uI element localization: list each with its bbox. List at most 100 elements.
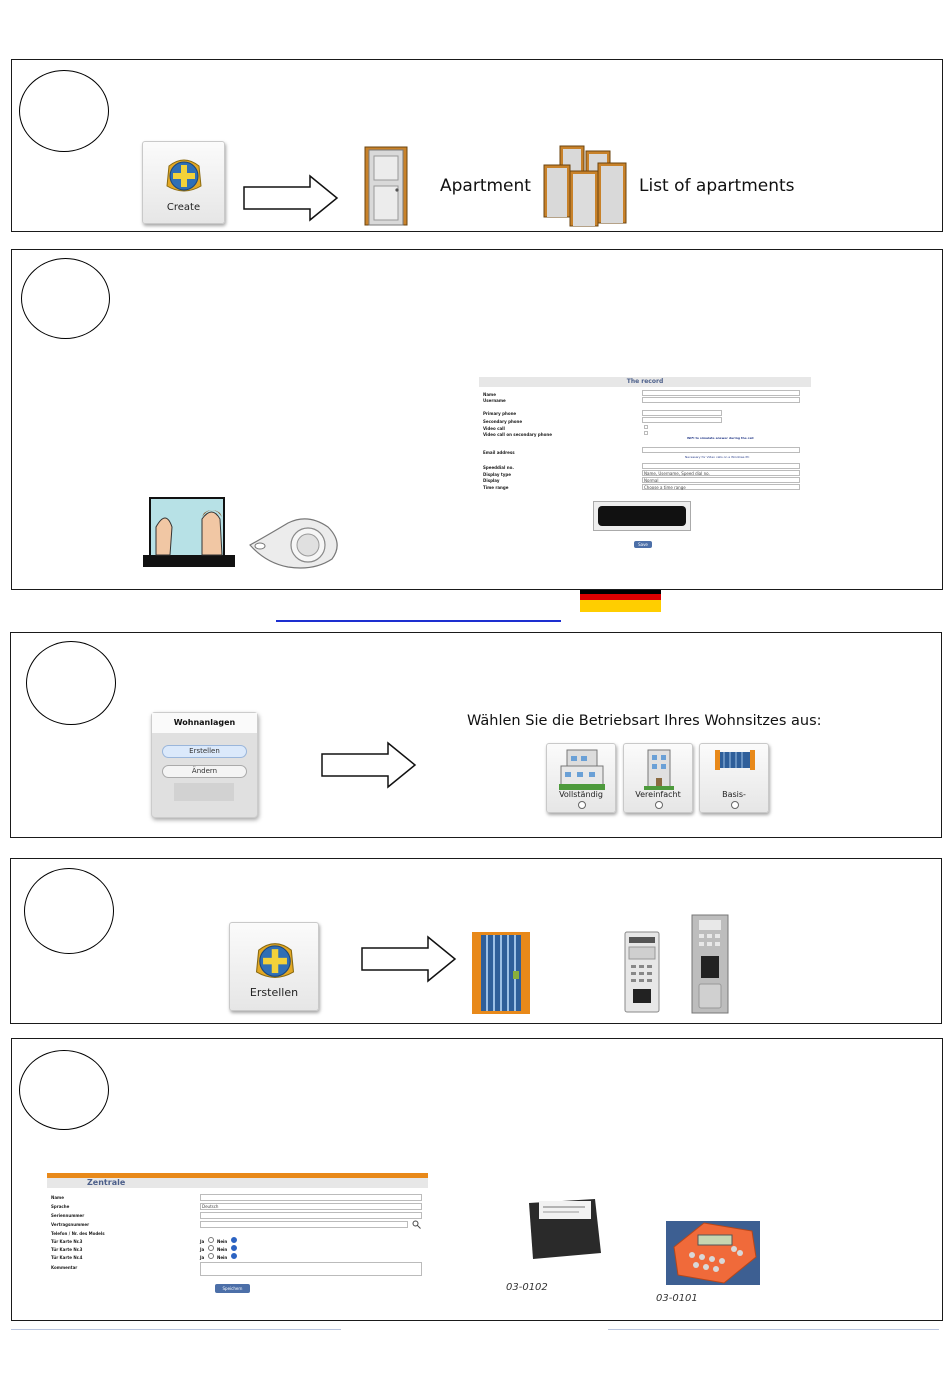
record-speeddial-input[interactable] <box>642 463 800 469</box>
record-form: The record Name Username Primary phone S… <box>479 377 811 495</box>
mode-basis-option[interactable]: Basis- <box>699 743 769 813</box>
record-time-range-select[interactable]: Choose a time range <box>642 484 800 490</box>
record-primary-phone-input[interactable] <box>642 410 722 416</box>
selected-radio[interactable] <box>230 1253 237 1259</box>
device-b-caption: 03-0101 <box>656 1293 698 1304</box>
record-email-hint: Necessary for Video calls on a Windows P… <box>685 455 750 459</box>
zentrale-name-input[interactable] <box>200 1194 422 1201</box>
step-number-circle <box>19 1050 109 1130</box>
mode-vollstaendig-option[interactable]: Vollständig <box>546 743 616 813</box>
zentrale-tuer-3a-radios: Ja Nein <box>200 1237 237 1244</box>
no-label: Nein <box>217 1255 228 1260</box>
zentrale-save-button[interactable]: Speichern <box>215 1284 250 1293</box>
link-underline <box>276 620 561 622</box>
no-radio[interactable] <box>207 1237 214 1243</box>
mode-vereinfacht-radio[interactable] <box>655 801 663 809</box>
door-panel-large-icon <box>691 914 729 1014</box>
door-panel-small-icon <box>624 931 660 1013</box>
record-display-select[interactable]: Normal <box>642 477 800 483</box>
zentrale-label-tuer-4: Tür Karte Nr.4 <box>51 1255 83 1260</box>
wohnanlagen-create-button[interactable]: Erstellen <box>162 745 247 758</box>
mode-basis-label: Basis- <box>722 790 746 799</box>
zentrale-label-kommentar: Kommentar <box>51 1265 78 1270</box>
zentrale-kommentar-textarea[interactable] <box>200 1262 422 1276</box>
record-label-display-type: Display type <box>483 472 511 477</box>
wohnanlagen-title: Wohnanlagen <box>152 713 257 733</box>
selected-radio[interactable] <box>230 1237 237 1243</box>
record-label-name: Name <box>483 392 496 397</box>
card-reader-device <box>593 501 691 531</box>
mode-vereinfacht-option[interactable]: Vereinfacht <box>623 743 693 813</box>
wohnanlagen-change-button[interactable]: Ändern <box>162 765 247 778</box>
footer-line-left <box>11 1329 341 1330</box>
record-form-title: The record <box>479 377 811 387</box>
list-of-apartments-label: List of apartments <box>639 176 795 196</box>
building-complex-icon <box>559 749 605 790</box>
step-number-circle <box>24 868 114 954</box>
door-icon <box>364 146 408 226</box>
mode-vereinfacht-label: Vereinfacht <box>635 790 681 799</box>
step-3-panel: Wohnanlagen Erstellen Ändern Wählen Sie … <box>10 632 942 838</box>
zentrale-label-vertragsnummer: Vertragsnummer <box>51 1222 90 1227</box>
zentrale-label-name: Name <box>51 1195 64 1200</box>
create-plus-icon <box>255 943 295 978</box>
erstellen-button[interactable]: Erstellen <box>229 922 319 1011</box>
zentrale-sprache-select[interactable]: Deutsch <box>200 1203 422 1210</box>
zentrale-vertragsnummer-input[interactable] <box>200 1221 408 1228</box>
record-label-email: Email address <box>483 450 515 455</box>
record-video-hint: WiFi to simulate answer during the call <box>687 436 754 440</box>
wohnanlagen-menu: Wohnanlagen Erstellen Ändern <box>151 712 258 818</box>
central-unit-icon <box>666 1221 760 1285</box>
selected-radio[interactable] <box>230 1245 237 1251</box>
record-username-input[interactable] <box>642 397 800 403</box>
apartment-label: Apartment <box>440 176 531 196</box>
no-radio[interactable] <box>207 1253 214 1259</box>
entrance-gate-icon <box>472 932 530 1014</box>
mode-vollstaendig-radio[interactable] <box>578 801 586 809</box>
record-label-primary-phone: Primary phone <box>483 411 517 416</box>
no-label: Nein <box>217 1239 228 1244</box>
no-radio[interactable] <box>207 1245 214 1251</box>
german-flag-icon <box>580 590 661 612</box>
step-number-circle <box>19 70 109 152</box>
zentrale-label-telefon: Telefon / Nr. des Models <box>51 1231 105 1236</box>
record-label-time-range: Time range <box>483 485 509 490</box>
step-4-panel: Erstellen <box>10 858 942 1024</box>
zentrale-seriennummer-input[interactable] <box>200 1212 422 1219</box>
zentrale-form: Zentrale Name Sprache Seriennummer Vertr… <box>47 1173 428 1298</box>
record-name-input[interactable] <box>642 390 800 396</box>
step-1-panel: Create Apartment List of apartments <box>11 59 943 232</box>
video-call-icon <box>143 497 235 567</box>
mode-basis-radio[interactable] <box>731 801 739 809</box>
zentrale-tuer-3b-radios: Ja Nein <box>200 1245 237 1252</box>
record-save-button[interactable]: Save <box>634 541 652 548</box>
zentrale-tuer-4-radios: Ja Nein <box>200 1253 237 1260</box>
yes-label: Ja <box>200 1255 205 1260</box>
zentrale-label-seriennummer: Seriennummer <box>51 1213 85 1218</box>
yes-label: Ja <box>200 1239 205 1244</box>
step-2-panel: The record Name Username Primary phone S… <box>11 249 943 590</box>
control-module-icon <box>529 1199 601 1259</box>
record-secondary-phone-input[interactable] <box>642 417 722 423</box>
step-number-circle <box>26 641 116 725</box>
record-display-type-select[interactable]: Name, Username, Speed dial no. <box>642 470 800 476</box>
search-icon[interactable] <box>412 1220 421 1229</box>
zentrale-label-tuer-3b: Tür Karte Nr.3 <box>51 1247 83 1252</box>
create-button[interactable]: Create <box>142 141 225 224</box>
key-fob-icon <box>249 518 338 569</box>
record-video-call-checkbox[interactable] <box>644 425 648 429</box>
record-video-secondary-checkbox[interactable] <box>644 431 648 435</box>
erstellen-button-label: Erstellen <box>249 986 299 999</box>
apartments-list-icon <box>543 145 627 227</box>
building-simple-icon <box>644 749 674 790</box>
record-label-video-secondary: Video call on secondary phone <box>483 432 552 437</box>
step-number-circle <box>21 258 110 339</box>
arrow-right-icon <box>243 174 339 222</box>
record-label-video-call: Video call <box>483 426 505 431</box>
record-label-secondary-phone: Secondary phone <box>483 419 523 424</box>
gate-icon <box>715 750 755 770</box>
zentrale-label-tuer-3a: Tür Karte Nr.3 <box>51 1239 83 1244</box>
record-email-input[interactable] <box>642 447 800 453</box>
record-label-speeddial: Speeddial no. <box>483 465 514 470</box>
footer-line-right <box>608 1329 939 1330</box>
